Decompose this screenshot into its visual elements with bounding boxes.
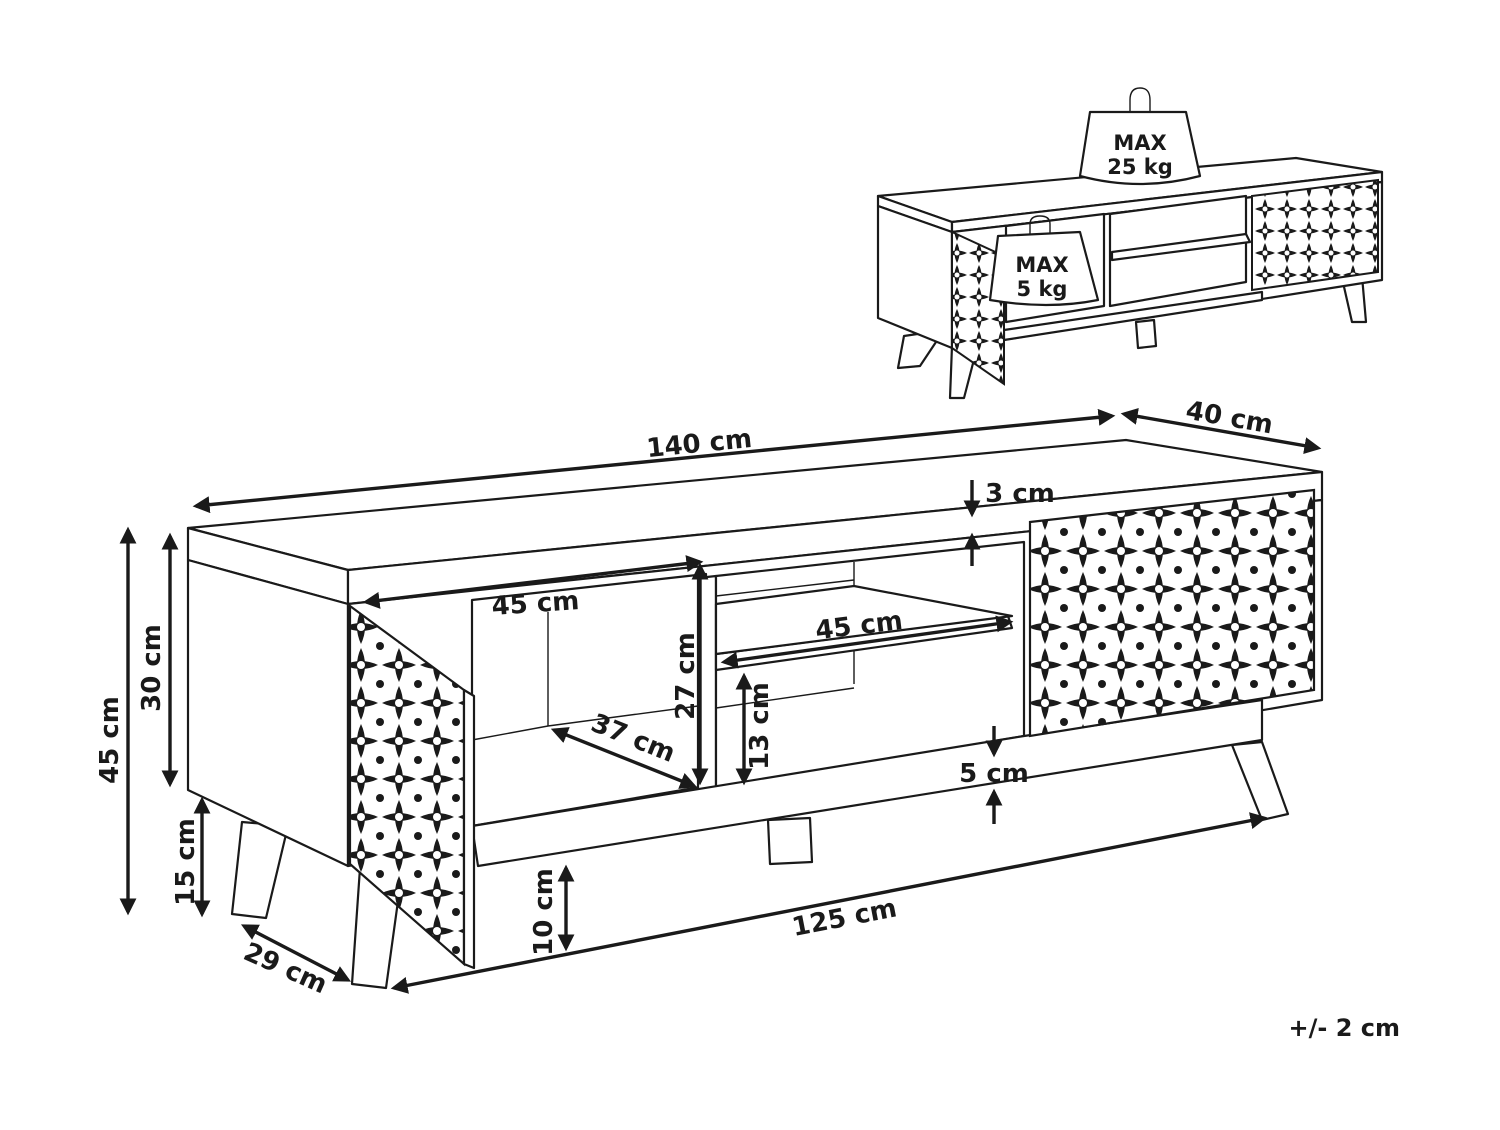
shelf-width-line	[720, 615, 1014, 669]
compartment-width-line	[362, 555, 704, 609]
left-side-panel	[186, 558, 350, 868]
weight-icon-small	[988, 230, 1100, 307]
top-load-value: 25 kg	[1107, 155, 1173, 179]
shelf-load-label: MAX	[1015, 253, 1068, 277]
weight-handle-small	[1029, 215, 1051, 238]
compartment-width-label: 45 cm	[491, 586, 581, 622]
inset-shelf	[1110, 232, 1252, 262]
top-load-label: MAX	[1113, 131, 1166, 155]
shelf-load-value: 5 kg	[1017, 277, 1068, 301]
right-leg	[1230, 740, 1290, 822]
weight-icon-large	[1078, 110, 1202, 186]
bottom-thickness-label: 5 cm	[959, 759, 1029, 789]
top-thickness-label: 3 cm	[985, 479, 1055, 509]
weight-handle-large	[1129, 87, 1151, 116]
load-capacity-inset: MAX 25 kg MAX 5 kg	[876, 87, 1384, 400]
inset-right-door	[1251, 178, 1379, 292]
leg-spacing-line	[240, 924, 352, 982]
shelf-gap-label: 13 cm	[745, 682, 775, 770]
body-height-label: 30 cm	[137, 624, 167, 712]
compartment-height-label: 27 cm	[671, 632, 701, 720]
total-height-label: 45 cm	[95, 696, 125, 784]
dimension-lines	[119, 407, 1322, 994]
left-leg	[230, 820, 290, 920]
inset-side	[876, 204, 954, 350]
tolerance-note: +/- 2 cm	[1289, 1014, 1400, 1042]
depth-line	[1120, 407, 1322, 455]
door-edge	[462, 688, 476, 970]
right-door	[1028, 488, 1316, 738]
leg-height-label: 15 cm	[171, 818, 201, 906]
floor-clearance-label: 10 cm	[529, 868, 559, 956]
total-width-label: 140 cm	[645, 424, 753, 464]
base-width-line	[390, 812, 1268, 994]
inset-open-door	[951, 230, 1005, 386]
rear-leg	[766, 816, 814, 866]
width-line	[192, 408, 1116, 514]
inset-leg-rear	[1134, 318, 1158, 350]
compartment-depth-line	[550, 727, 698, 789]
